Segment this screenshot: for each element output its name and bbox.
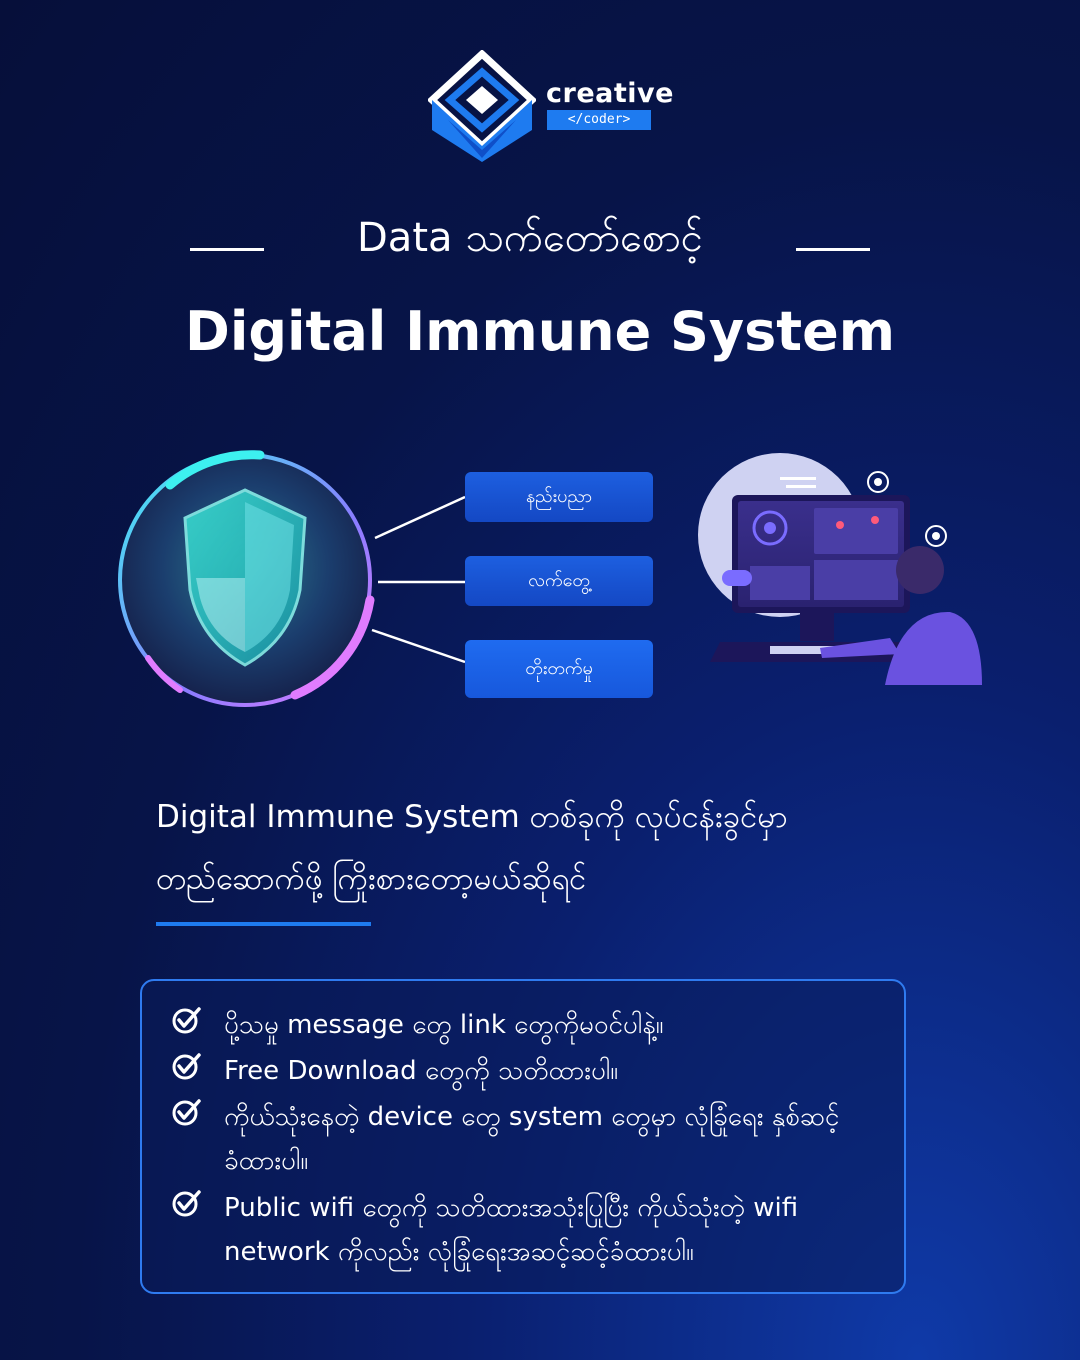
illustration: နည်းပညာ လက်တွေ့ တိုးတက်မှု <box>110 440 990 730</box>
check-circle-icon <box>172 1053 201 1080</box>
diagram-pill-practical: လက်တွေ့ <box>465 556 653 606</box>
intro-underline <box>156 922 371 926</box>
subtitle-row: Data သက်တော်စောင့် <box>0 212 1080 272</box>
diagram-pill-progress: တိုးတက်မှု <box>465 640 653 698</box>
brand-tag: </coder> <box>547 110 651 130</box>
intro-line-2: တည်ဆောက်ဖို့ ကြိုးစားတော့မယ်ဆိုရင် <box>156 861 587 897</box>
page-title: Digital Immune System <box>185 300 895 363</box>
shield-icon <box>118 450 375 707</box>
page-subtitle: Data သက်တော်စောင့် <box>357 215 703 261</box>
intro-line-1: Digital Immune System တစ်ခုကို လုပ်ငန်းခ… <box>156 799 788 835</box>
diagram-pill-technology: နည်းပညာ <box>465 472 653 522</box>
illustration-art <box>118 450 982 707</box>
check-circle-icon <box>172 1190 201 1217</box>
connector-line-1 <box>374 495 466 540</box>
subtitle-rule-left <box>190 248 264 251</box>
tip-text: Public wifi တွေကို သတိထားအသုံးပြုပြီး ကိ… <box>224 1193 799 1267</box>
brand-logo: creative </coder> <box>428 50 673 165</box>
tip-text: ပို့သမှု message တွေ link တွေကိုမဝင်ပါနဲ… <box>224 1010 664 1040</box>
connector-line-3 <box>371 628 466 664</box>
tip-text: ကိုယ်သုံးနေတဲ့ device တွေ system တွေမှာ … <box>224 1102 840 1176</box>
check-circle-icon <box>172 1007 201 1034</box>
tips-box: ပို့သမှု message တွေ link တွေကိုမဝင်ပါနဲ… <box>140 979 906 1294</box>
brand-word: creative <box>546 78 674 109</box>
monitor-analyst-icon <box>698 453 982 685</box>
tip-text: Free Download တွေကို သတိထားပါ။ <box>224 1056 619 1086</box>
subtitle-rule-right <box>796 248 870 251</box>
cube-logo-icon <box>428 50 536 162</box>
check-circle-icon <box>172 1099 201 1126</box>
intro-text: Digital Immune System တစ်ခုကို လုပ်ငန်းခ… <box>156 786 956 910</box>
